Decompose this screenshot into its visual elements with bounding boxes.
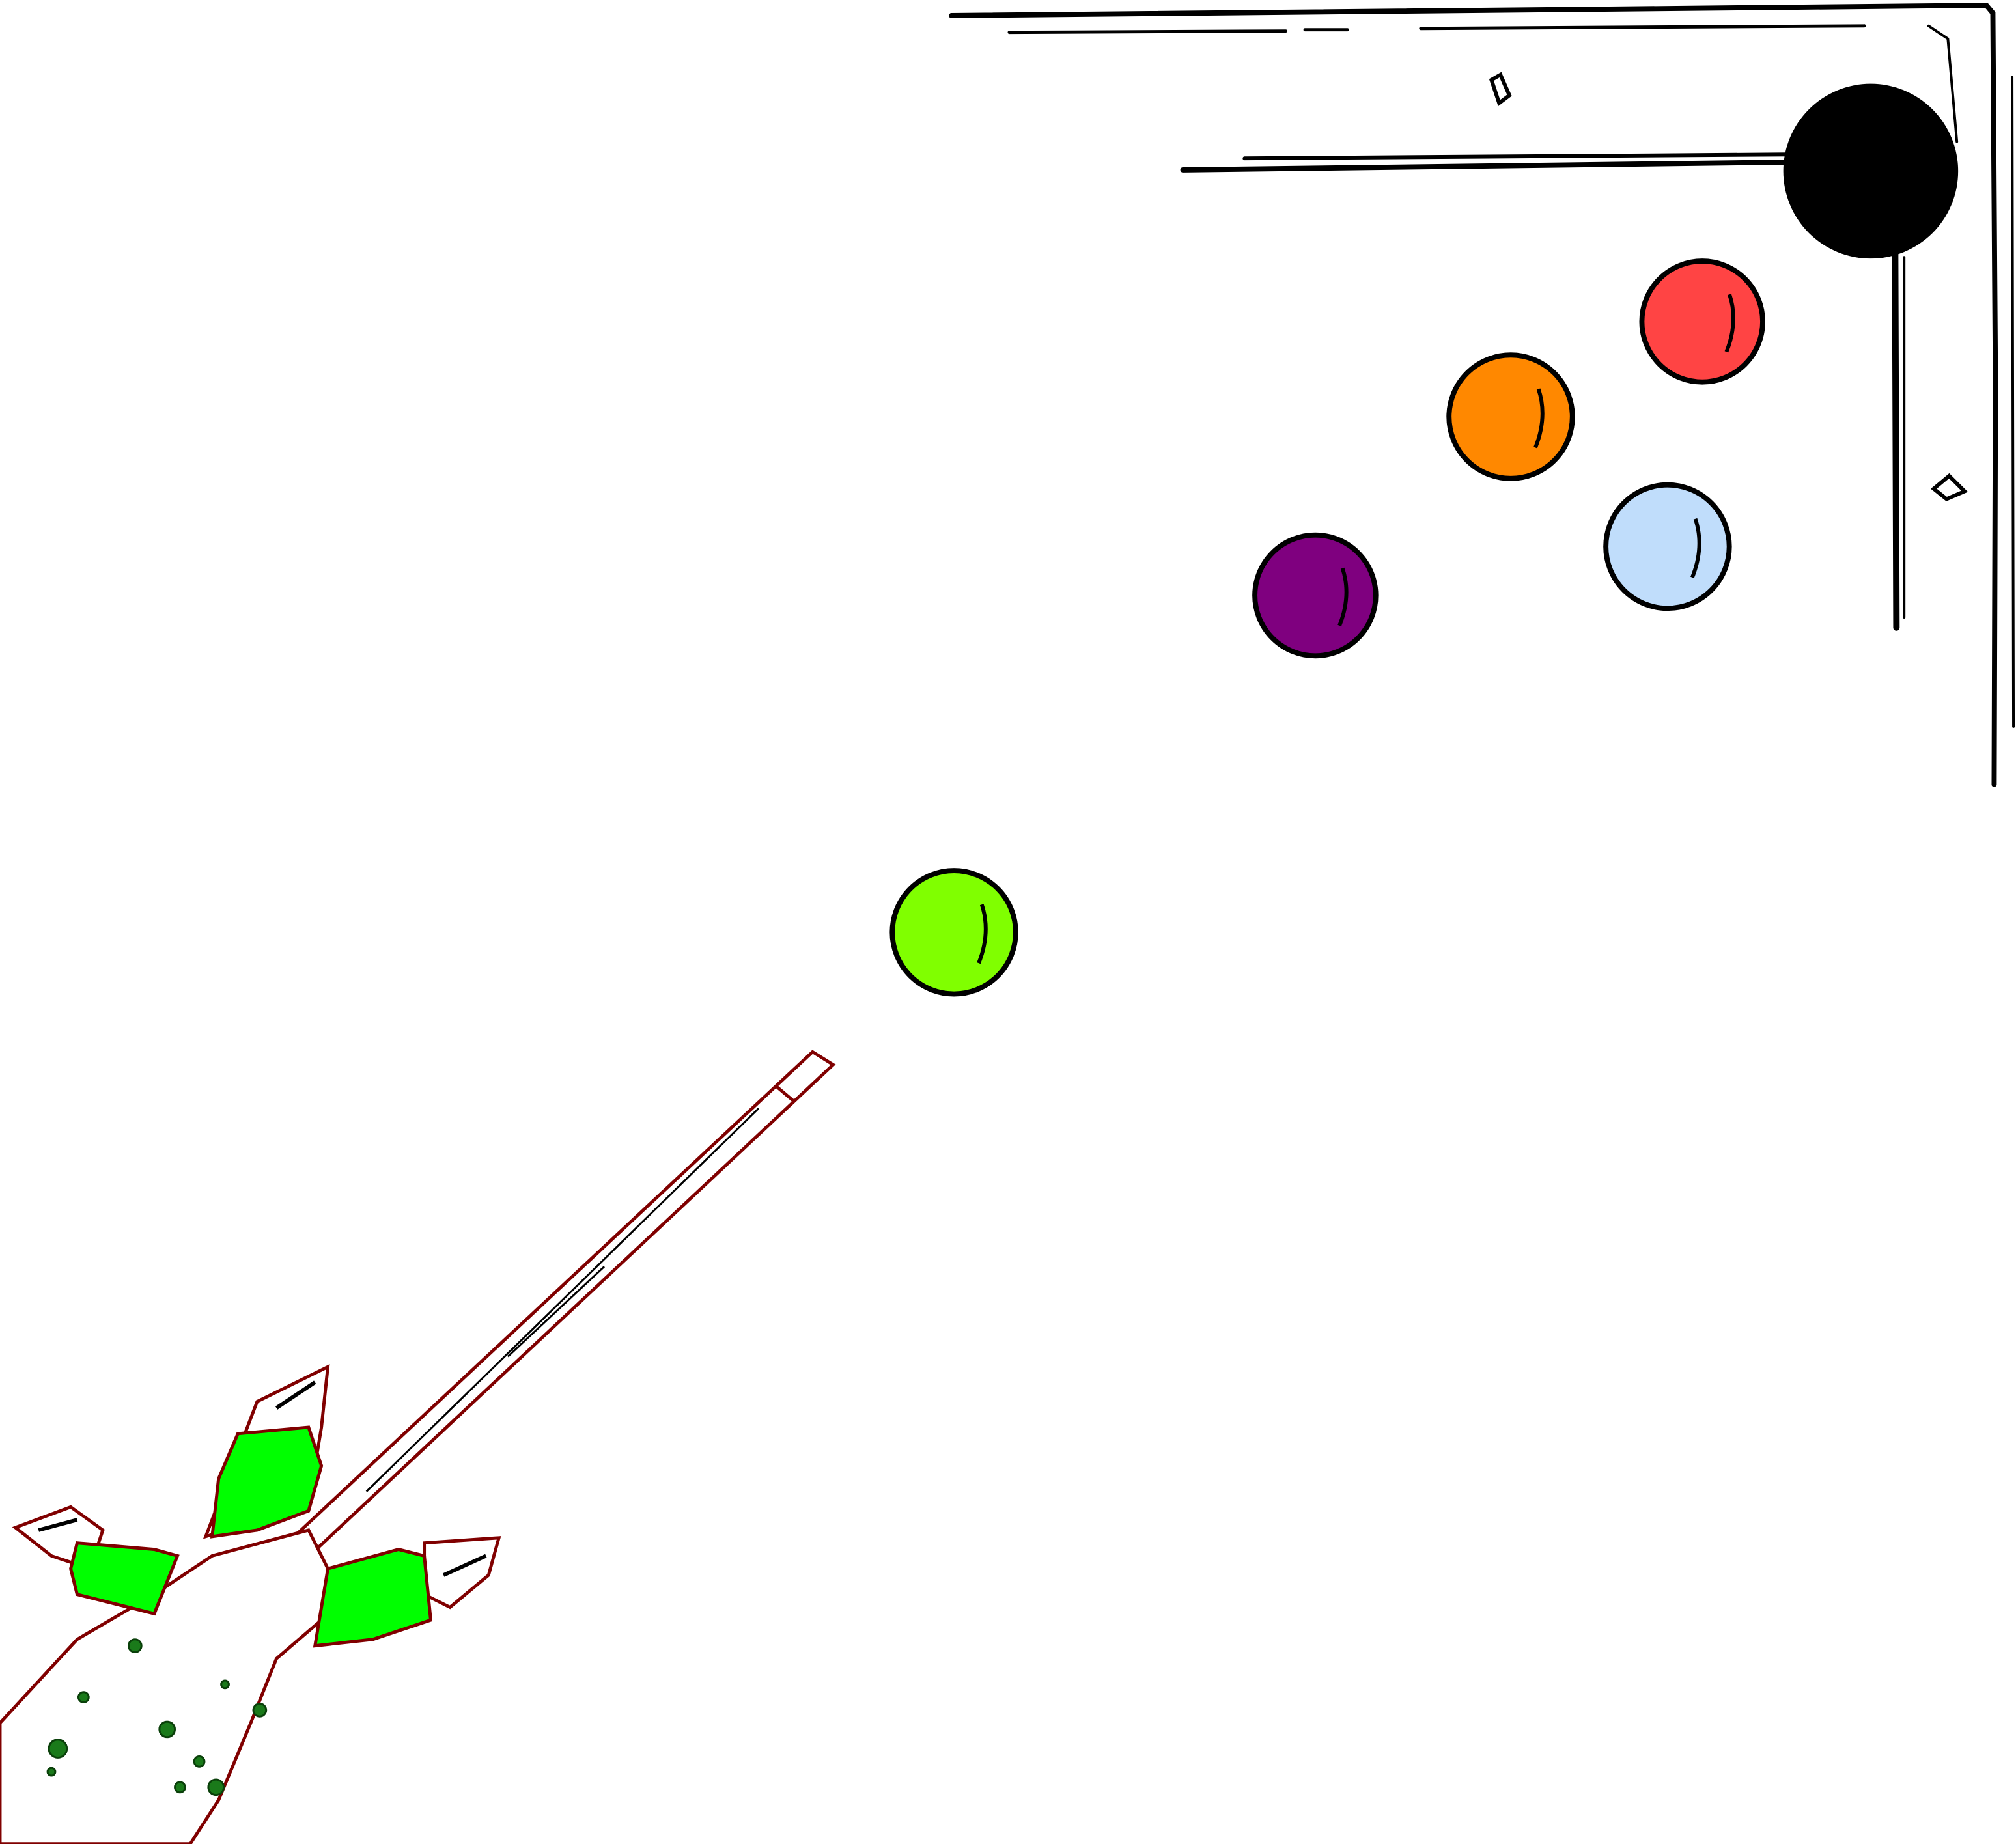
diamond-marker-side bbox=[1930, 473, 1968, 501]
corner-pocket bbox=[1783, 83, 1959, 259]
ball-purple bbox=[1252, 532, 1379, 659]
ball-red bbox=[1639, 258, 1765, 385]
ball-orange bbox=[1446, 352, 1575, 481]
ball-lightblue bbox=[1603, 482, 1732, 611]
diamond-marker-top bbox=[1489, 72, 1512, 107]
pool-cue bbox=[296, 1050, 836, 1552]
ball-green bbox=[889, 868, 1018, 997]
ball-highlight bbox=[1690, 518, 1701, 578]
ball-highlight bbox=[1533, 388, 1545, 449]
balls-group bbox=[889, 258, 1765, 997]
claw-hand bbox=[0, 1363, 501, 1844]
ball-highlight bbox=[977, 904, 988, 964]
ball-highlight bbox=[1724, 294, 1735, 353]
table-rails bbox=[949, 3, 2015, 787]
ball-highlight bbox=[1337, 567, 1349, 626]
